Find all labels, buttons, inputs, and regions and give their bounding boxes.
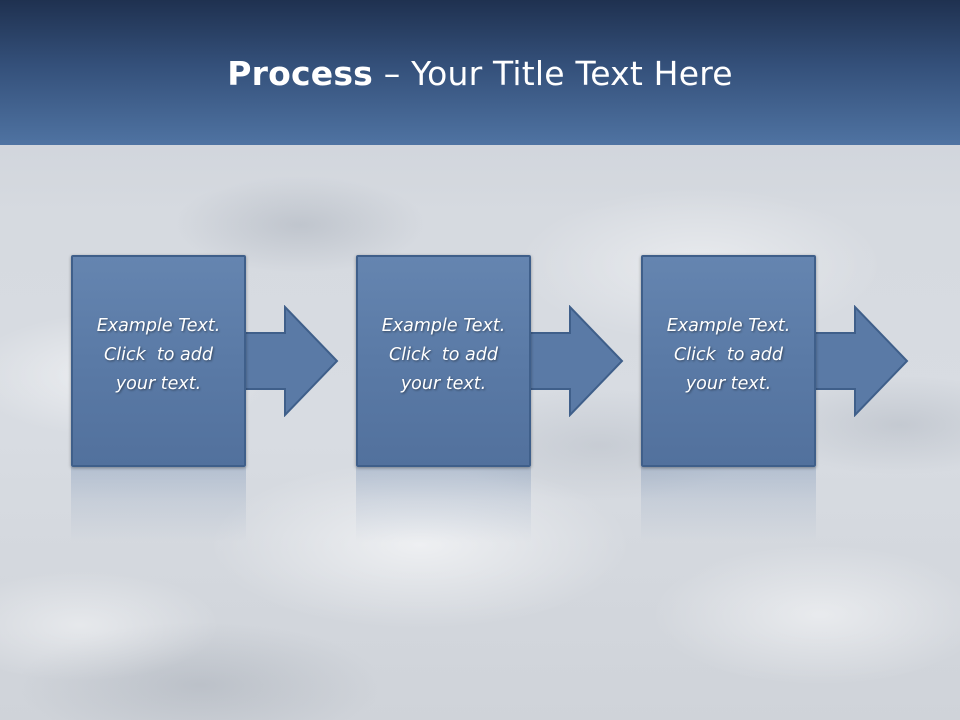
step-box[interactable] xyxy=(641,255,816,467)
arrow-right-icon xyxy=(240,305,339,417)
title-rest: – Your Title Text Here xyxy=(373,54,733,93)
step-text[interactable]: Example Text. Click to add your text. xyxy=(641,312,816,399)
title-bar: Process – Your Title Text Here xyxy=(0,0,960,145)
slide-title[interactable]: Process – Your Title Text Here xyxy=(0,52,960,96)
step-text-line: your text. xyxy=(115,374,202,394)
process-step-3: Example Text. Click to add your text. xyxy=(641,255,909,542)
step-text-line: Example Text. xyxy=(381,316,506,336)
step-reflection xyxy=(641,467,816,542)
arrow-right-icon xyxy=(810,305,909,417)
step-text[interactable]: Example Text. Click to add your text. xyxy=(71,312,246,399)
step-text-line: Click to add xyxy=(104,345,213,365)
process-step-2: Example Text. Click to add your text. xyxy=(356,255,624,542)
step-text-line: your text. xyxy=(400,374,487,394)
step-text[interactable]: Example Text. Click to add your text. xyxy=(356,312,531,399)
step-box[interactable] xyxy=(356,255,531,467)
step-reflection xyxy=(71,467,246,542)
process-step-1: Example Text. Click to add your text. xyxy=(71,255,339,542)
arrow-right-icon xyxy=(525,305,624,417)
step-text-line: Click to add xyxy=(389,345,498,365)
step-text-line: Example Text. xyxy=(96,316,221,336)
step-text-line: your text. xyxy=(685,374,772,394)
step-text-line: Click to add xyxy=(674,345,783,365)
title-bold: Process xyxy=(227,54,374,93)
step-reflection xyxy=(356,467,531,542)
step-box[interactable] xyxy=(71,255,246,467)
step-text-line: Example Text. xyxy=(666,316,791,336)
